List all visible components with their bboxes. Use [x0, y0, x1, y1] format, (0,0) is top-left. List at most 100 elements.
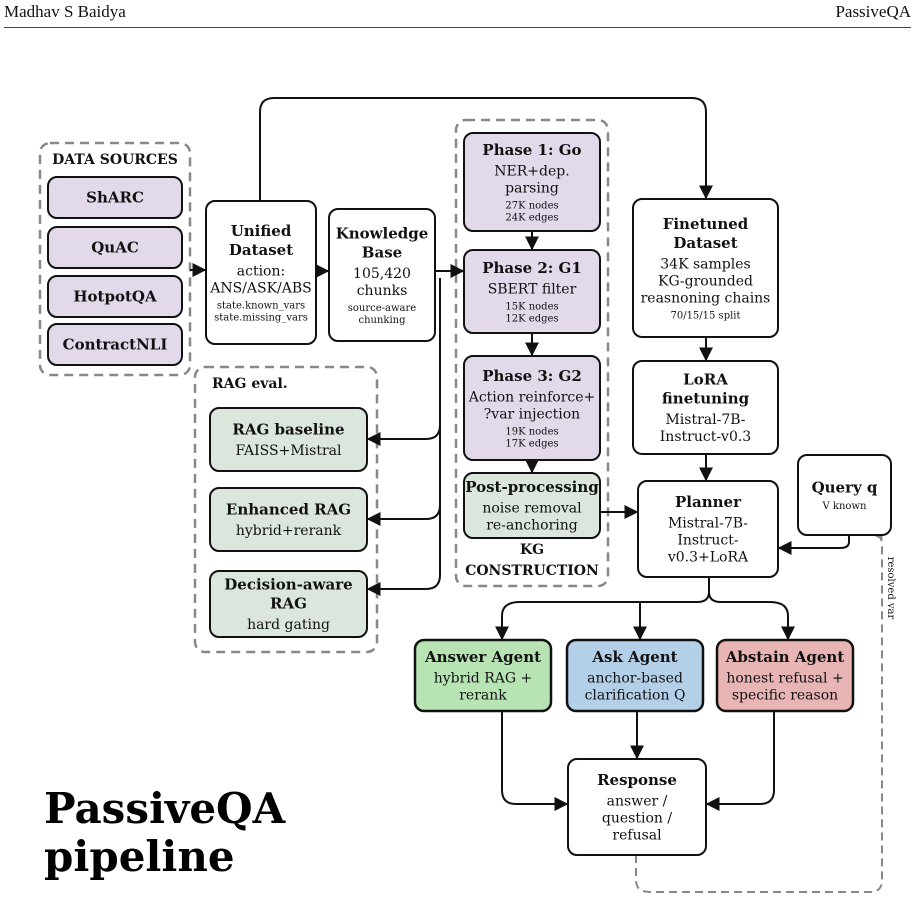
rag-eval-item-2-box	[209, 487, 368, 552]
kg-phase-2-small-text: 15K nodes	[505, 302, 558, 313]
knowledge-base-node-body-text: 105,420	[353, 266, 411, 282]
edge-answer-to-response	[501, 711, 569, 811]
query-node: Query qV known	[797, 454, 892, 536]
data-source-quac-title-text: QuAC	[91, 238, 139, 256]
kg-phase-3-small-text: 17K edges	[505, 439, 558, 450]
unified-dataset-node-body-text: ANS/ASK/ABS	[209, 280, 312, 296]
unified-dataset-node-body-text: action:	[237, 263, 285, 279]
unified-dataset-node: UnifiedDatasetaction:ANS/ASK/ABSstate.kn…	[205, 200, 317, 345]
kg-construction-group	[454, 118, 610, 588]
data-source-contractnli: ContractNLI	[47, 323, 183, 366]
kg-post-processing-body-text: noise removal	[482, 500, 582, 516]
lora-finetuning-node-title-text: LoRA	[683, 370, 728, 388]
edge-planner-to-answer	[495, 577, 710, 641]
rag-eval-title: RAG eval.	[212, 376, 288, 392]
kg-phase-2-box	[463, 249, 601, 334]
unified-dataset-node-title-text: Dataset	[229, 241, 293, 259]
data-source-sharc-box	[47, 176, 183, 219]
abstain-agent-title-text: Abstain Agent	[725, 648, 845, 666]
kg-phase-2-small-text: 12K edges	[505, 314, 558, 325]
lora-finetuning-node-body-text: Mistral-7B-	[665, 412, 745, 428]
kg-phase-3-small-text: 19K nodes	[505, 427, 558, 438]
edge-query-to-planner	[777, 535, 850, 555]
kg-construction-title-2: CONSTRUCTION	[465, 563, 599, 579]
unified-dataset-node-title-text: Unified	[231, 222, 292, 240]
answer-agent-body-text: rerank	[459, 687, 507, 703]
knowledge-base-node-title-text: Knowledge	[336, 224, 429, 242]
figure-title-line-1: PassiveQA	[44, 784, 286, 833]
data-source-hotpotqa-title-text: HotpotQA	[73, 287, 157, 305]
kg-phase-3-body-text: ?var injection	[484, 406, 580, 422]
planner-node-box	[637, 480, 779, 578]
edge-planner-to-abstain	[708, 591, 795, 641]
edge-kb-to-decision-rag	[366, 278, 441, 596]
data-source-hotpotqa-box	[47, 275, 183, 318]
unified-dataset-node-small-text: state.missing_vars	[214, 313, 308, 324]
data-source-quac: QuAC	[47, 226, 183, 269]
knowledge-base-node: KnowledgeBase105,420chunkssource-awarech…	[328, 208, 436, 342]
lora-finetuning-node-body-text: Instruct-v0.3	[660, 429, 751, 445]
rag-eval-item-2: Enhanced RAG hybrid+rerank	[209, 487, 368, 552]
kg-phase-1-small-text: 27K nodes	[505, 201, 558, 212]
answer-agent-box	[413, 638, 553, 713]
edges	[190, 97, 883, 893]
data-sources-title: DATA SOURCES	[52, 152, 178, 168]
kg-post-processing-title-text: Post-processing	[465, 478, 599, 496]
kg-phase-3-body-text: Action reinforce+	[468, 389, 596, 405]
ask-agent-body-text: anchor-based	[587, 670, 683, 686]
header-short-title: PassiveQA	[835, 2, 911, 21]
figure-title: PassiveQA pipeline	[44, 785, 285, 881]
response-node-body-text: answer /	[607, 793, 668, 809]
loop-label: resolved var	[885, 557, 896, 620]
kg-phase-1-title-text: Phase 1: Go	[482, 141, 581, 159]
rag-eval-item-2-title-text: Enhanced RAG	[226, 500, 351, 518]
finetuned-dataset-node-title-text: Finetuned	[663, 215, 749, 233]
ask-agent-body-text: clarification Q	[585, 687, 686, 703]
header-rule	[4, 27, 911, 28]
lora-finetuning-node-title-text: finetuning	[662, 389, 750, 407]
query-node-title-text: Query q	[812, 478, 878, 496]
planner-node-body-text: Instruct-	[677, 532, 739, 548]
data-source-contractnli-title-text: ContractNLI	[63, 335, 168, 353]
kg-phase-1-body-text: NER+dep.	[494, 163, 569, 179]
kg-phase-1-small-text: 24K edges	[505, 213, 558, 224]
dashed-groups	[38, 118, 610, 654]
ask-agent-box	[565, 638, 705, 713]
planner-node-title-text: Planner	[675, 493, 742, 511]
figure-title-line-2: pipeline	[44, 832, 235, 881]
edge-response-feedback-loop	[635, 526, 883, 893]
data-sources-group	[38, 141, 192, 377]
finetuned-dataset-node-small-text: 70/15/15 split	[670, 311, 740, 322]
header-author: Madhav S Baidya	[4, 2, 126, 21]
rag-eval-item-1-box	[209, 407, 368, 472]
unified-dataset-node-box	[205, 200, 317, 345]
ask-agent-title-text: Ask Agent	[591, 648, 677, 666]
abstain-agent-body-text: specific reason	[732, 687, 838, 703]
rag-eval-item-2-body-text: hybrid+rerank	[236, 523, 342, 539]
edge-unified-to-finetuned	[259, 97, 713, 201]
lora-finetuning-node-box	[632, 360, 779, 455]
kg-phase-2-title-text: Phase 2: G1	[482, 259, 582, 277]
rag-eval-item-3-title-text: Decision-aware	[224, 575, 352, 593]
kg-post-processing-box	[463, 472, 601, 539]
rag-eval-item-3-box	[209, 570, 368, 638]
abstain-agent-body-text: honest refusal +	[726, 670, 843, 686]
data-source-sharc: ShARC	[47, 176, 183, 219]
knowledge-base-node-small-text: chunking	[358, 315, 406, 326]
response-node-body-text: question /	[602, 810, 672, 826]
abstain-agent-box	[715, 638, 855, 713]
finetuned-dataset-node-title-text: Dataset	[673, 234, 737, 252]
kg-phase-1-body-text: parsing	[505, 180, 559, 196]
data-source-quac-box	[47, 226, 183, 269]
knowledge-base-node-small-text: source-aware	[348, 303, 417, 314]
rag-eval-item-3-body-text: hard gating	[247, 617, 330, 633]
